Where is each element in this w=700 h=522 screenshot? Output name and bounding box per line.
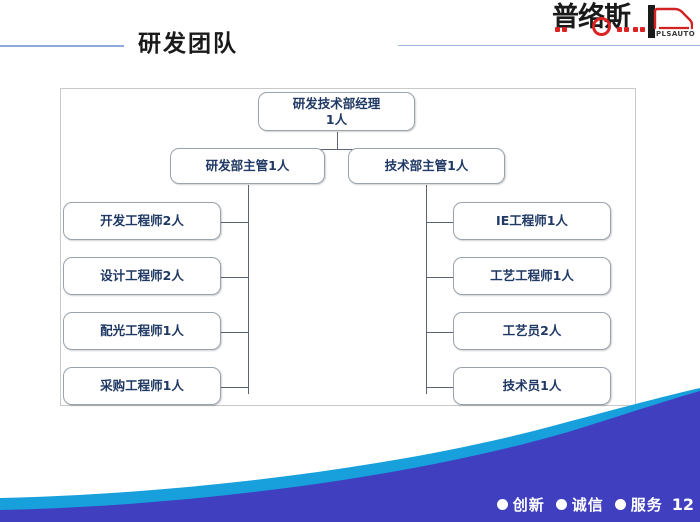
org-node-right-1[interactable]: IE工程师1人 [453, 202, 611, 240]
footer-bar: 创新 诚信 服务 12 [486, 493, 694, 515]
connector-manager-bus [248, 149, 427, 151]
logo-bar-icon [648, 5, 655, 38]
footer-label-3: 服务 [630, 495, 663, 514]
wave-band-blue [0, 391, 700, 522]
footer-item-1: 创新 [496, 494, 545, 515]
connector-right-trunk [426, 185, 428, 394]
org-node-left-1[interactable]: 开发工程师2人 [63, 202, 221, 240]
footer-label-1: 创新 [512, 495, 545, 514]
header-rule-left [0, 45, 124, 47]
logo-brand-en: PLSAUTO [656, 30, 696, 38]
dot-icon [555, 498, 567, 510]
footer-item-3: 服务 [614, 494, 663, 515]
logo-dots-icon [555, 27, 647, 34]
org-node-right-4[interactable]: 技术员1人 [453, 367, 611, 405]
org-node-left-2[interactable]: 设计工程师2人 [63, 257, 221, 295]
header-rule-right [398, 45, 700, 46]
page-number: 12 [671, 494, 694, 514]
org-node-manager-rd[interactable]: 研发部主管1人 [170, 148, 325, 184]
org-node-right-2[interactable]: 工艺工程师1人 [453, 257, 611, 295]
connector-left-stub-2 [219, 277, 249, 279]
org-node-manager-tech[interactable]: 技术部主管1人 [348, 148, 505, 184]
org-node-root[interactable]: 研发技术部经理 1人 [258, 92, 415, 131]
org-node-left-3[interactable]: 配光工程师1人 [63, 312, 221, 350]
org-chart-frame [60, 88, 636, 406]
footer-label-2: 诚信 [571, 495, 604, 514]
dot-icon [496, 498, 508, 510]
connector-right-stub-1 [426, 222, 455, 224]
brand-logo: 普络斯 PLSAUTO [552, 3, 696, 43]
org-node-right-3[interactable]: 工艺员2人 [453, 312, 611, 350]
connector-right-stub-4 [426, 387, 455, 389]
connector-left-trunk [248, 185, 250, 394]
connector-left-stub-4 [219, 387, 249, 389]
page-title: 研发团队 [138, 31, 238, 57]
connector-right-stub-2 [426, 277, 455, 279]
dot-icon [614, 498, 626, 510]
connector-root-down [337, 132, 339, 150]
connector-left-stub-1 [219, 222, 249, 224]
footer-wave-decoration [0, 388, 700, 522]
connector-right-stub-3 [426, 332, 455, 334]
org-node-left-4[interactable]: 采购工程师1人 [63, 367, 221, 405]
footer-item-2: 诚信 [555, 494, 604, 515]
connector-left-stub-3 [219, 332, 249, 334]
truck-outline-icon [653, 7, 693, 30]
logo-ring-icon [592, 17, 611, 36]
